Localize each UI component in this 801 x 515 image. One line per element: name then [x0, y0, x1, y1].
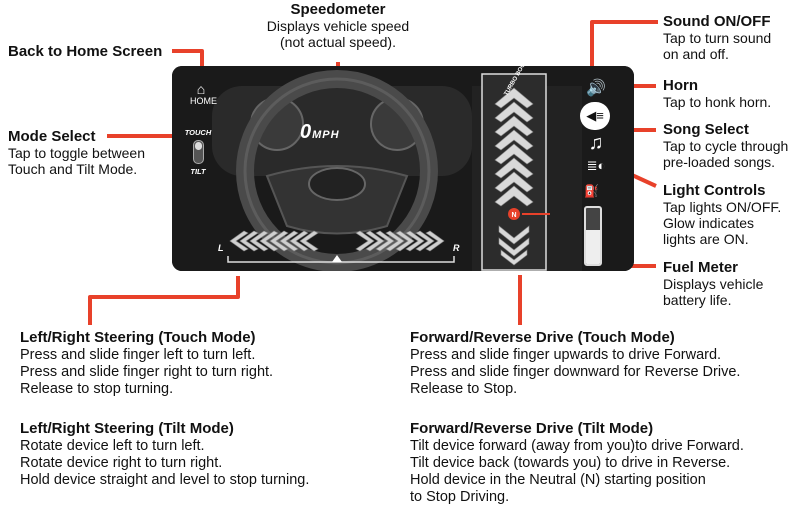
reverse-arrows [498, 225, 530, 266]
mode-select-desc-1: Tap to toggle between [8, 145, 145, 161]
drive-touch-line-1: Press and slide finger upwards to drive … [410, 347, 722, 363]
horn-title: Horn [663, 77, 698, 94]
sound-desc-1: Tap to turn sound [663, 30, 772, 46]
steering-callout-line [88, 276, 240, 325]
fuel-desc-1: Displays vehicle [663, 276, 764, 292]
lights-title: Light Controls [663, 182, 766, 199]
music-note-icon: ♫ [588, 132, 604, 154]
steer-right-label: R [453, 243, 460, 253]
headlight-icon: ≣◐ [586, 158, 606, 173]
steer-tilt-section: Left/Right Steering (Tilt Mode) Rotate d… [20, 420, 309, 489]
lights-desc-2: Glow indicates [663, 215, 755, 231]
neutral-label: N [511, 212, 516, 219]
speedometer-title: Speedometer [290, 1, 386, 18]
speedometer-desc-2: (not actual speed). [280, 34, 396, 50]
steer-tilt-title: Left/Right Steering (Tilt Mode) [20, 420, 234, 437]
mode-touch-label: TOUCH [184, 128, 212, 137]
speaker-icon: 🔊 [586, 80, 606, 97]
fuel-meter [584, 206, 602, 266]
mode-switch-knob [194, 142, 202, 150]
speedometer-desc-1: Displays vehicle speed [266, 18, 410, 34]
horn-callout: Horn Tap to honk horn. [663, 77, 771, 110]
steer-touch-line-2: Press and slide finger right to turn rig… [20, 364, 274, 380]
steering-wheel-icon [236, 70, 438, 271]
neutral-marker [508, 208, 550, 220]
dashboard-graphic: N TURBO BOOST [172, 66, 634, 271]
app-screen: N TURBO BOOST ⌂ HOME [172, 66, 634, 271]
drive-touch-title: Forward/Reverse Drive (Touch Mode) [410, 329, 675, 346]
fuel-desc-2: battery life. [663, 292, 732, 308]
steering-slider[interactable] [222, 226, 454, 256]
steer-center-marker [227, 255, 455, 263]
steer-touch-title: Left/Right Steering (Touch Mode) [20, 329, 256, 346]
home-icon: ⌂ [196, 81, 206, 97]
mode-select-title: Mode Select [8, 128, 96, 145]
drive-tilt-line-3: Hold device in the Neutral (N) starting … [410, 472, 706, 488]
steer-touch-section: Left/Right Steering (Touch Mode) Press a… [20, 329, 273, 398]
steer-touch-line-3: Release to stop turning. [20, 381, 174, 397]
sound-button[interactable]: 🔊 [584, 78, 608, 98]
fuel-icon: ⛽ [584, 184, 599, 198]
sound-desc-2: on and off. [663, 46, 729, 62]
lights-callout: Light Controls Tap lights ON/OFF. Glow i… [663, 182, 781, 247]
drive-tilt-line-1: Tilt device forward (away from you)to dr… [410, 438, 744, 454]
drive-tilt-title: Forward/Reverse Drive (Tilt Mode) [410, 420, 654, 437]
drive-touch-line-2: Press and slide finger downward for Reve… [410, 364, 741, 380]
speedometer-callout: Speedometer Displays vehicle speed (not … [255, 1, 421, 50]
fuel-meter-fill [586, 230, 600, 264]
steer-left-label: L [218, 243, 224, 253]
mode-select-callout: Mode Select Tap to toggle between Touch … [8, 128, 145, 177]
forward-arrows [494, 87, 534, 207]
song-title: Song Select [663, 121, 749, 138]
steer-touch-line-1: Press and slide finger left to turn left… [20, 347, 256, 363]
song-callout: Song Select Tap to cycle through pre-loa… [663, 121, 788, 170]
drive-slider-hitarea[interactable] [512, 162, 632, 163]
steer-tilt-line-3: Hold device straight and level to stop t… [20, 472, 310, 488]
light-controls-button[interactable]: ≣◐ [582, 158, 610, 174]
lights-desc-3: lights are ON. [663, 231, 749, 247]
drive-tilt-line-4: to Stop Driving. [410, 489, 510, 505]
sound-title: Sound ON/OFF [663, 13, 771, 30]
speed-value: 0 [300, 121, 313, 143]
horn-button[interactable]: ◀≡ [580, 102, 610, 130]
drive-tilt-section: Forward/Reverse Drive (Tilt Mode) Tilt d… [410, 420, 744, 506]
left-steer-arrows [229, 230, 319, 252]
fuel-title: Fuel Meter [663, 259, 739, 276]
mode-switch[interactable] [192, 140, 204, 164]
mode-select-toggle[interactable]: TOUCH TILT [183, 128, 213, 176]
drive-touch-line-3: Release to Stop. [410, 381, 518, 397]
drive-touch-section: Forward/Reverse Drive (Touch Mode) Press… [410, 329, 740, 398]
horn-desc-1: Tap to honk horn. [663, 94, 772, 110]
song-desc-2: pre-loaded songs. [663, 154, 776, 170]
speedometer-readout: 0MPH [300, 121, 340, 144]
mode-select-desc-2: Touch and Tilt Mode. [8, 161, 138, 177]
song-select-button[interactable]: ♫ [584, 132, 608, 155]
drive-tilt-line-2: Tilt device back (towards you) to drive … [410, 455, 731, 471]
song-desc-1: Tap to cycle through [663, 138, 789, 154]
back-home-title: Back to Home Screen [8, 43, 163, 60]
right-steer-arrows [355, 230, 445, 252]
home-label: HOME [190, 96, 217, 106]
home-button[interactable]: ⌂ HOME [190, 81, 217, 106]
sound-callout: Sound ON/OFF Tap to turn sound on and of… [663, 13, 771, 62]
horn-icon: ◀≡ [586, 108, 604, 123]
mode-tilt-label: TILT [190, 167, 206, 176]
steer-tilt-line-1: Rotate device left to turn left. [20, 438, 205, 454]
speed-unit: MPH [312, 129, 340, 141]
steer-tilt-line-2: Rotate device right to turn right. [20, 455, 223, 471]
fuel-callout: Fuel Meter Displays vehicle battery life… [663, 259, 763, 308]
lights-desc-1: Tap lights ON/OFF. [663, 199, 782, 215]
